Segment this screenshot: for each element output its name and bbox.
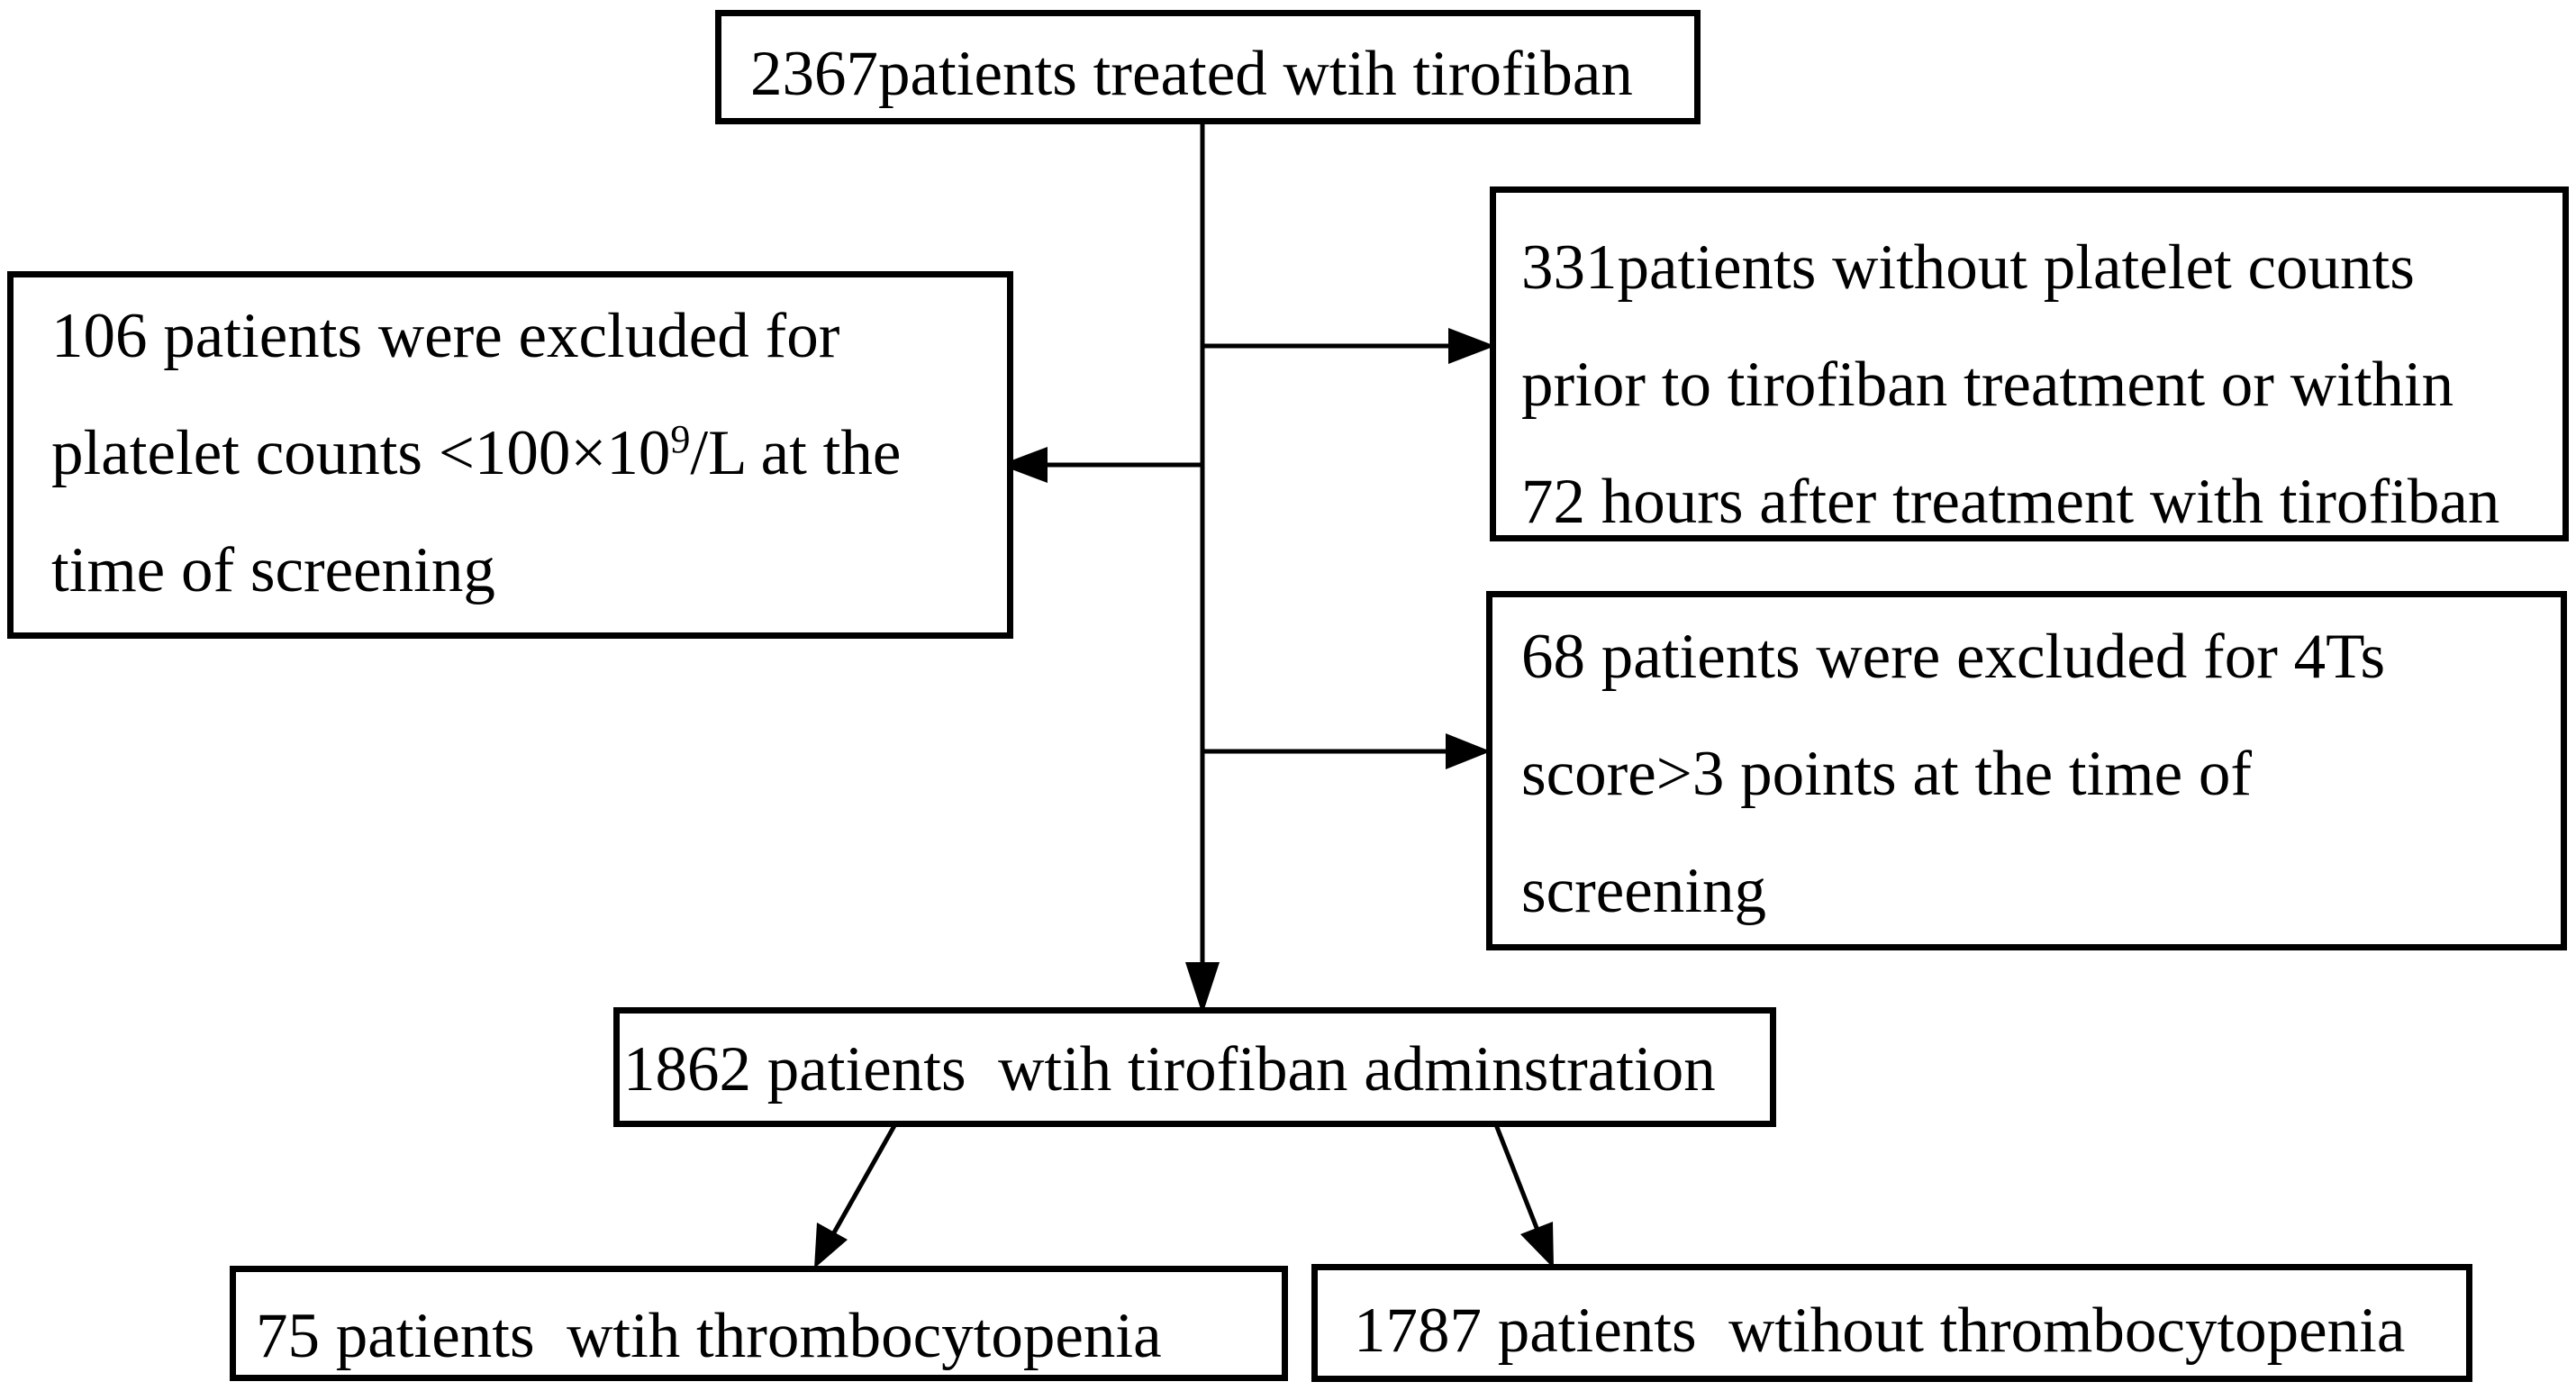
start-box: 2367patients treated wtih tirofiban: [715, 10, 1701, 124]
exclusion-platelet-line-2-text: platelet counts <100×10: [51, 418, 671, 488]
split-left-line: [830, 1121, 899, 1236]
without-thrombocytopenia-text: 1787 patients wtihout thrombocytopenia: [1354, 1295, 2406, 1366]
arrow-to-4ts-exclusion: [1446, 733, 1491, 769]
exclusion-platelet-line-2: platelet counts <100×109/L at the: [51, 419, 901, 486]
administration-text: 1862 patients wtih tirofiban adminstrati…: [623, 1034, 1716, 1105]
exclusion-counts-box: 331patients without platelet counts prio…: [1490, 186, 2569, 541]
exclusion-4ts-box: 68 patients were excluded for 4Ts score>…: [1486, 591, 2567, 950]
arrow-to-administration: [1185, 962, 1220, 1014]
exclusion-4ts-line-2: score>3 points at the time of: [1521, 739, 2252, 809]
exclusion-platelet-line-3: time of screening: [51, 535, 495, 605]
arrow-to-with-thrombocytopenia: [814, 1223, 848, 1268]
exclusion-platelet-box: 106 patients were excluded for platelet …: [7, 271, 1013, 639]
exclusion-4ts-line-3: screening: [1521, 856, 1767, 926]
without-thrombocytopenia-box: 1787 patients wtihout thrombocytopenia: [1311, 1264, 2472, 1382]
arrow-to-without-thrombocytopenia: [1520, 1222, 1554, 1268]
with-thrombocytopenia-box: 75 patients wtih thrombocytopenia: [230, 1266, 1288, 1381]
exclusion-platelet-exponent: 9: [670, 416, 691, 461]
exclusion-counts-line-1: 331patients without platelet counts: [1521, 232, 2415, 303]
exclusion-counts-line-3: 72 hours after treatment with tirofiban: [1521, 467, 2500, 537]
arrow-to-counts-exclusion: [1448, 328, 1495, 364]
administration-box: 1862 patients wtih tirofiban adminstrati…: [613, 1007, 1776, 1127]
exclusion-4ts-line-1: 68 patients were excluded for 4Ts: [1521, 622, 2386, 692]
exclusion-counts-line-2: prior to tirofiban treatment or within: [1521, 350, 2454, 420]
start-text: 2367patients treated wtih tirofiban: [750, 39, 1633, 109]
arrow-to-platelet-exclusion: [1000, 447, 1048, 483]
with-thrombocytopenia-text: 75 patients wtih thrombocytopenia: [256, 1301, 1162, 1371]
split-right-line: [1492, 1122, 1541, 1233]
exclusion-platelet-line-1: 106 patients were excluded for: [51, 301, 840, 371]
exclusion-platelet-line-2-unit: /L at the: [690, 418, 902, 488]
